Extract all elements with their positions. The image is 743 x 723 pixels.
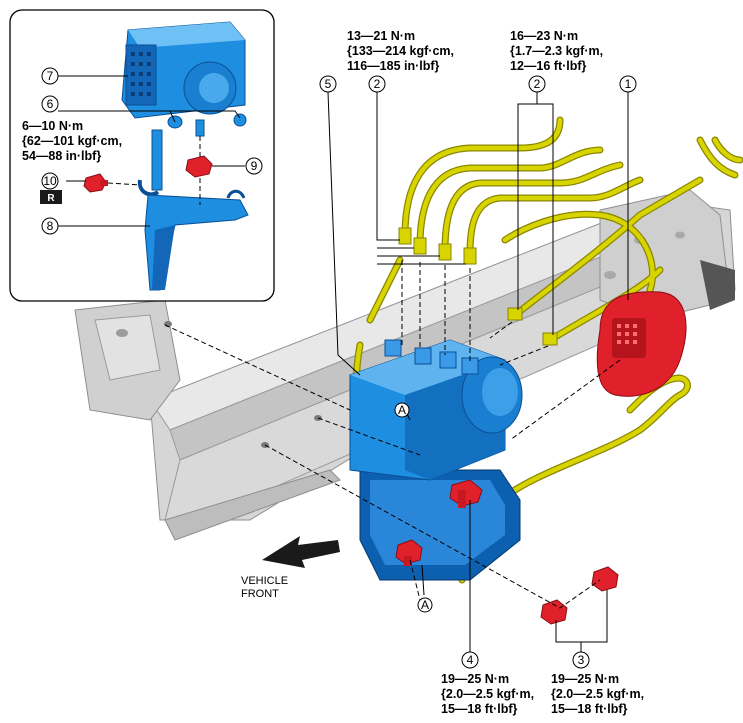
svg-text:6—10 N·m: 6—10 N·m [22,119,83,133]
svg-text:116—185 in·lbf}: 116—185 in·lbf} [347,59,440,73]
svg-text:A: A [398,403,406,417]
inset-mounting-bracket [137,129,249,291]
mounting-nut-3a [540,599,568,625]
callout-circle-2-right: 2 [528,75,546,93]
svg-text:12—16 ft·lbf}: 12—16 ft·lbf} [510,59,587,73]
svg-text:5: 5 [325,77,332,91]
brake-pipe-flare-nuts [398,227,558,346]
callout-circle-10: 10 [41,172,59,190]
svg-text:8: 8 [47,219,54,233]
svg-text:{133—214 kgf·cm,: {133—214 kgf·cm, [347,44,454,58]
callout-circle-6: 6 [41,95,59,113]
svg-text:4: 4 [467,653,474,667]
svg-text:3: 3 [578,653,585,667]
callout-circle-1: 1 [619,75,637,93]
svg-text:13—21 N·m: 13—21 N·m [347,29,415,43]
svg-text:54—88 in·lbf}: 54—88 in·lbf} [22,149,101,163]
hcu-mounting-bolt [449,479,483,508]
vehicle-front-label-line2: FRONT [241,588,279,600]
replace-badge-text: R [47,193,55,204]
svg-text:{1.7—2.3 kgf·m,: {1.7—2.3 kgf·m, [510,44,603,58]
svg-text:{2.0—2.5 kgf·m,: {2.0—2.5 kgf·m, [441,687,534,701]
svg-text:15—18 ft·lbf}: 15—18 ft·lbf} [441,702,518,716]
svg-text:15—18 ft·lbf}: 15—18 ft·lbf} [551,702,628,716]
reference-mark-a-lower: A [417,597,433,613]
svg-text:19—25 N·m: 19—25 N·m [551,672,619,686]
svg-text:{2.0—2.5 kgf·m,: {2.0—2.5 kgf·m, [551,687,644,701]
svg-text:2: 2 [374,77,381,91]
torque-spec-6: 6—10 N·m {62—101 kgf·cm, 54—88 in·lbf} [22,119,122,163]
callout-circle-2-left: 2 [368,75,386,93]
vehicle-front-label-line1: VEHICLE [241,575,288,587]
svg-text:19—25 N·m: 19—25 N·m [441,672,509,686]
hcu-mounting-nut-front [395,539,423,566]
torque-spec-2-right: 16—23 N·m {1.7—2.3 kgf·m, 12—16 ft·lbf} [510,29,603,73]
callout-circle-7: 7 [41,67,59,85]
vehicle-front-arrow [262,536,340,568]
abs-wiring-connector [596,291,687,397]
abs-hydraulic-unit [349,339,523,581]
reference-mark-a-upper: A [394,402,410,418]
replace-badge [40,190,62,204]
svg-text:2: 2 [534,77,541,91]
svg-text:6: 6 [47,97,54,111]
svg-text:16—23 N·m: 16—23 N·m [510,29,578,43]
inset-nut-9 [185,155,213,178]
torque-spec-3: 19—25 N·m {2.0—2.5 kgf·m, 15—18 ft·lbf} [551,672,644,716]
svg-text:1: 1 [625,77,632,91]
callout-circle-4: 4 [461,651,479,669]
torque-spec-2-left: 13—21 N·m {133—214 kgf·cm, 116—185 in·lb… [347,29,454,73]
svg-text:9: 9 [251,159,258,173]
svg-text:10: 10 [43,174,57,188]
leader-lines [58,75,629,652]
svg-text:7: 7 [47,69,54,83]
inset-bolt-10 [83,173,108,193]
callout-circle-3: 3 [572,651,590,669]
brake-pipes [352,116,743,584]
callout-circle-8: 8 [41,217,59,235]
callout-circle-5: 5 [319,75,337,93]
torque-spec-4: 19—25 N·m {2.0—2.5 kgf·m, 15—18 ft·lbf} [441,672,534,716]
inset-detail-box: R [9,9,275,302]
alignment-lines [164,260,621,609]
callout-circle-9: 9 [245,157,263,175]
svg-text:{62—101 kgf·cm,: {62—101 kgf·cm, [22,134,122,148]
svg-text:A: A [421,598,429,612]
mounting-nut-3b [591,566,619,592]
